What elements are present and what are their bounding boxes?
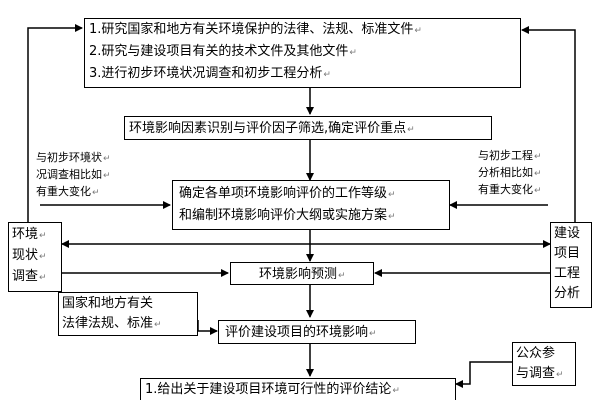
left-change-note: 与初步环境状↵ 况调查相比如↵ 有重大变化↵ <box>36 150 111 201</box>
level-box-line-2: 和编制环境影响评价大纲或实施方案 <box>179 208 388 223</box>
top-box-line-1: 1.研究国家和地方有关环境保护的法律、法规、标准文件 <box>89 22 414 37</box>
factor-screening-box: 环境影响因素识别与评价因子筛选,确定评价重点↵ <box>124 116 492 140</box>
paragraph-mark: ↵ <box>388 190 396 200</box>
paragraph-mark: ↵ <box>92 188 100 198</box>
project-line-3: 工程 <box>554 266 581 281</box>
arrow-project-to-top <box>521 26 576 222</box>
left-note-line-2: 况调查相比如 <box>36 168 102 181</box>
right-note-line-2: 分析相比如 <box>478 166 533 179</box>
paragraph-mark: ↵ <box>369 329 377 339</box>
arrow-public-to-conclusion <box>455 361 512 388</box>
evaluation-box-text: 评价建设项目的环境影响 <box>225 325 369 340</box>
project-analysis-box: 建设 项目 工程 分析 <box>550 222 592 308</box>
project-line-2: 项目 <box>554 246 581 261</box>
conclusion-box: 1.给出关于建设项目环境可行性的评价结论↵ <box>140 378 456 400</box>
impact-prediction-box: 环境影响预测↵ <box>230 262 374 285</box>
prediction-box-text: 环境影响预测 <box>259 267 338 282</box>
project-line-1: 建设 <box>554 226 581 241</box>
arrow-env-status-to-top <box>27 24 83 222</box>
right-note-line-1: 与初步工程 <box>478 149 533 162</box>
paragraph-mark: ↵ <box>392 386 400 396</box>
paragraph-mark: ↵ <box>103 154 111 164</box>
right-change-note: 与初步工程↵ 分析相比如↵ 有重大变化↵ <box>478 148 542 199</box>
paragraph-mark: ↵ <box>534 152 542 162</box>
paragraph-mark: ↵ <box>556 370 564 380</box>
grading-outline-box: 确定各单项环境影响评价的工作等级↵ 和编制环境影响评价大纲或实施方案↵ <box>172 180 450 230</box>
arrow-laws-to-evaluation <box>197 320 218 335</box>
laws-standards-box: 国家和地方有关 法律法规、标准↵ <box>58 292 198 336</box>
env-status-line-2: 现状 <box>12 248 39 263</box>
paragraph-mark: ↵ <box>323 70 331 80</box>
left-note-line-3: 有重大变化 <box>36 185 91 198</box>
laws-line-1: 国家和地方有关 <box>62 296 154 311</box>
public-line-1: 公众参 <box>516 346 556 361</box>
project-line-4: 分析 <box>554 286 581 301</box>
paragraph-mark: ↵ <box>39 231 47 241</box>
paragraph-mark: ↵ <box>338 271 346 281</box>
top-box-line-2: 2.研究与建设项目有关的技术文件及其他文件 <box>89 44 349 59</box>
paragraph-mark: ↵ <box>388 212 396 222</box>
level-box-line-1: 确定各单项环境影响评价的工作等级 <box>179 186 388 201</box>
paragraph-mark: ↵ <box>349 48 357 58</box>
env-status-line-1: 环境 <box>12 227 39 242</box>
paragraph-mark: ↵ <box>534 186 542 196</box>
paragraph-mark: ↵ <box>103 171 111 181</box>
top-research-box: 1.研究国家和地方有关环境保护的法律、法规、标准文件↵ 2.研究与建设项目有关的… <box>84 18 521 88</box>
conclusion-box-text: 1.给出关于建设项目环境可行性的评价结论 <box>145 382 392 397</box>
paragraph-mark: ↵ <box>39 252 47 262</box>
impact-evaluation-box: 评价建设项目的环境影响↵ <box>218 320 416 344</box>
left-note-line-1: 与初步环境状 <box>36 151 102 164</box>
paragraph-mark: ↵ <box>39 273 47 283</box>
paragraph-mark: ↵ <box>534 169 542 179</box>
env-status-survey-box: 环境↵ 现状↵ 调查↵ <box>8 222 62 292</box>
public-participation-box: 公众参 与调查↵ <box>512 342 576 386</box>
public-line-2: 与调查 <box>516 366 556 381</box>
env-status-line-3: 调查 <box>12 269 39 284</box>
paragraph-mark: ↵ <box>407 125 415 135</box>
right-note-line-3: 有重大变化 <box>478 183 533 196</box>
laws-line-2: 法律法规、标准 <box>62 316 154 331</box>
paragraph-mark: ↵ <box>154 320 162 330</box>
factor-box-text: 环境影响因素识别与评价因子筛选,确定评价重点 <box>129 121 407 136</box>
paragraph-mark: ↵ <box>414 26 422 36</box>
top-box-line-3: 3.进行初步环境状况调查和初步工程分析 <box>89 66 323 81</box>
